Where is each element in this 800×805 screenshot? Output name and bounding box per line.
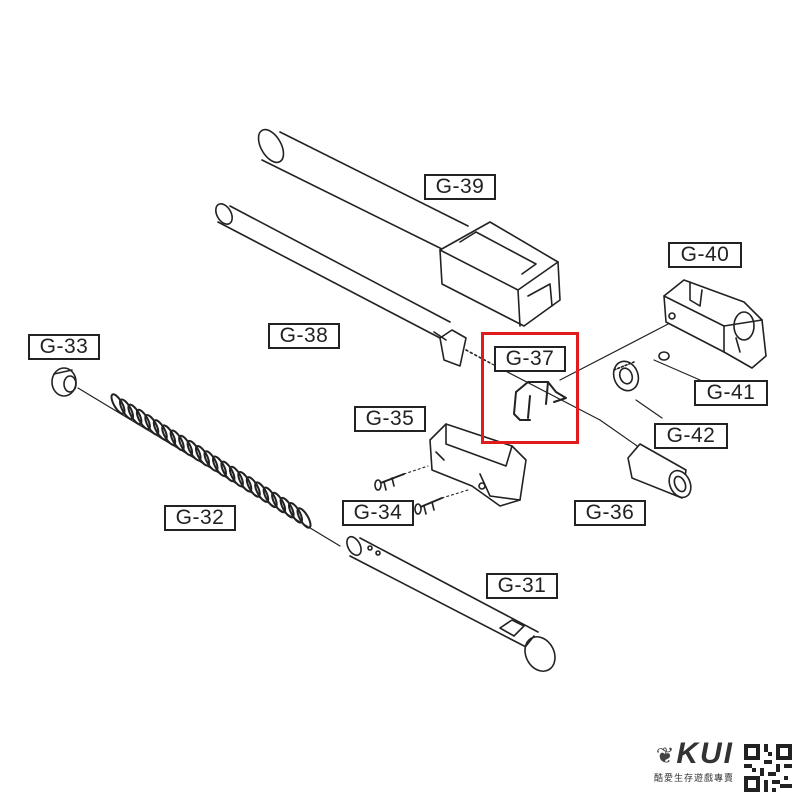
part-g34-screws (374, 465, 469, 515)
label-g35: G-35 (354, 406, 426, 432)
label-g34: G-34 (342, 500, 414, 526)
brand-tagline: 酷愛生存遊戲專賣 (653, 773, 734, 783)
brand-watermark: ❦KUI 酷愛生存遊戲專賣 (654, 739, 734, 784)
label-g41: G-41 (694, 380, 768, 406)
label-g39: G-39 (424, 174, 496, 200)
part-g38-inner-barrel (215, 203, 493, 367)
part-g40-hopup-chamber (663, 279, 767, 369)
qr-code-icon (744, 744, 792, 792)
label-g36: G-36 (574, 500, 646, 526)
label-g42: G-42 (654, 423, 728, 449)
label-g33: G-33 (28, 334, 100, 360)
brand-name: KUI (676, 737, 734, 770)
label-g38: G-38 (268, 323, 340, 349)
part-g42-hopup-wheel (612, 360, 640, 392)
part-g33-spring-cap (51, 367, 77, 397)
part-g36-bushing (627, 443, 692, 499)
part-g31-guide-rod (346, 535, 556, 672)
part-g37-clip (513, 381, 567, 421)
label-g31: G-31 (486, 573, 558, 599)
brand-logo-icon: ❦KUI (655, 737, 734, 770)
label-g37: G-37 (494, 346, 566, 372)
highlight-box-g37 (481, 332, 579, 444)
part-g39-outer-barrel (257, 128, 561, 327)
label-g32: G-32 (164, 505, 236, 531)
part-g32-recoil-spring (110, 393, 312, 529)
label-g40: G-40 (668, 242, 742, 268)
part-g41-oring (658, 351, 670, 361)
spring-coil (296, 507, 312, 529)
part-g35-guide-block (429, 423, 527, 507)
